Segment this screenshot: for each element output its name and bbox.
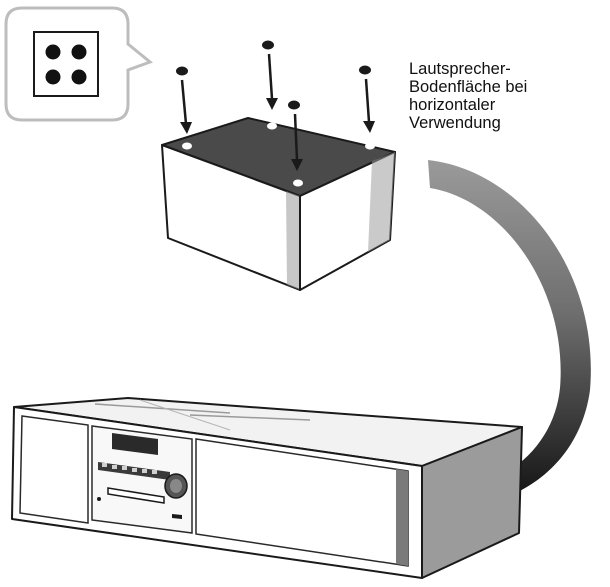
caption-line-3: horizontaler — [409, 96, 496, 114]
down-arrow-line — [293, 113, 299, 161]
power-led — [97, 497, 101, 501]
caption-line-1: Lautsprecher- — [409, 60, 511, 78]
down-arrow-head — [266, 98, 278, 110]
right-speaker-shade — [396, 469, 408, 566]
foot-pad — [262, 40, 274, 50]
pad-position — [267, 122, 277, 130]
stereo-side-face — [421, 426, 523, 579]
down-arrow-line — [180, 79, 188, 125]
left-speaker-panel — [19, 415, 89, 524]
usb-port — [172, 514, 182, 519]
down-arrow-head — [291, 159, 303, 171]
speaker-front-shade — [286, 191, 300, 290]
foot-pad — [288, 100, 300, 110]
down-arrow-line — [267, 53, 274, 100]
pad-sheet — [33, 31, 99, 97]
pad-dot — [71, 69, 87, 85]
down-arrow-line — [364, 78, 371, 123]
pad-position — [293, 179, 303, 187]
cd-slot — [107, 487, 165, 504]
pad-dot — [71, 44, 87, 60]
pad-placement-arrows — [176, 40, 375, 171]
foot-pad — [359, 65, 371, 75]
pad-dot — [45, 69, 61, 85]
control-buttons — [102, 463, 157, 474]
stereo-top-divider — [94, 403, 231, 414]
stereo-top-divider — [139, 399, 231, 431]
pad-sheet-callout — [4, 6, 153, 122]
down-arrow-head — [180, 122, 192, 134]
speaker-side-shade — [368, 152, 395, 252]
speaker-box — [161, 117, 396, 291]
volume-knob-center — [170, 479, 182, 493]
stereo-system — [11, 397, 523, 579]
pad-position — [365, 142, 375, 150]
four-dots-pad-icon — [33, 31, 99, 97]
caption-line-2: Bodenfläche bei — [409, 78, 528, 96]
foot-pad — [176, 66, 188, 76]
caption-line-4: Verwendung — [409, 114, 501, 132]
curved-arrow-body — [428, 160, 591, 503]
center-unit-panel — [91, 425, 193, 534]
stereo-top-divider — [189, 414, 311, 421]
display-window — [112, 433, 158, 455]
pad-dot — [45, 44, 61, 60]
pad-position — [182, 142, 192, 150]
down-arrow-head — [363, 121, 375, 133]
speaker-bottom-caption: Lautsprecher- Bodenfläche bei horizontal… — [409, 60, 599, 132]
